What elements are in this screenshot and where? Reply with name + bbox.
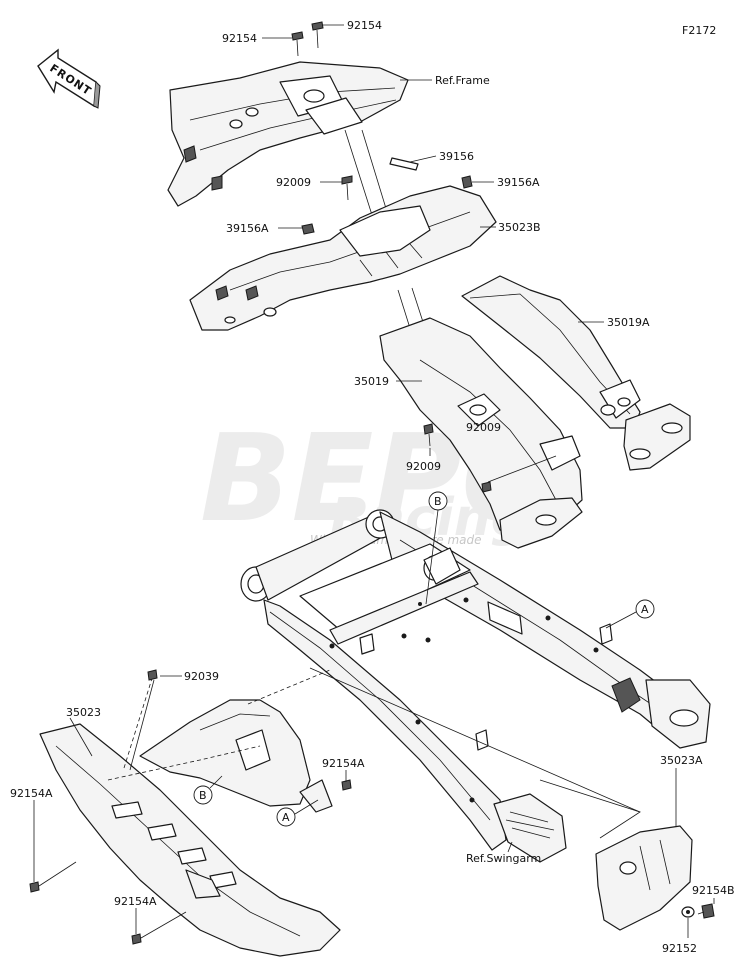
swingarm-part — [240, 509, 711, 863]
bolt-92154-right — [311, 21, 324, 49]
svg-text:B: B — [434, 495, 442, 508]
callout-b-bottom: B — [193, 775, 223, 805]
label-92154b: 92154B — [692, 884, 735, 897]
label-92152: 92152 — [662, 942, 697, 955]
bolt-92039 — [147, 669, 158, 681]
label-92154a-mid: 92154A — [322, 757, 365, 770]
label-92009-mid-left: 92009 — [406, 460, 441, 473]
label-35023b: 35023B — [498, 221, 541, 234]
bolt-92009-top — [341, 175, 353, 201]
callout-a-right: A — [605, 599, 655, 629]
leader-line-2 — [539, 779, 641, 839]
bolt-92154a-mid — [341, 779, 352, 791]
leader-line — [309, 667, 641, 813]
label-39156a-right: 39156A — [497, 176, 540, 189]
bolt-92154-left — [291, 31, 304, 57]
label-92154-right: 92154 — [347, 19, 382, 32]
svg-text:A: A — [641, 603, 649, 616]
washer-92152 — [681, 906, 695, 918]
label-92154a-left: 92154A — [10, 787, 53, 800]
svg-text:B: B — [199, 789, 207, 802]
bolt-92154a-bottom — [131, 911, 187, 945]
label-39156a-left: 39156A — [226, 222, 269, 235]
callout-a-bottom: A — [276, 799, 319, 827]
label-39156: 39156 — [439, 150, 474, 163]
chainguard-35023-part — [39, 669, 341, 957]
label-35019: 35019 — [354, 375, 389, 388]
front-arrow-icon: FRONT — [37, 48, 101, 109]
label-92009-top: 92009 — [276, 176, 311, 189]
bolt-92154a-left — [29, 861, 77, 893]
frame-part — [167, 61, 409, 207]
label-35023a: 35023A — [660, 754, 703, 767]
label-92009-mid-right: 92009 — [466, 421, 501, 434]
label-92154a-bottom: 92154A — [114, 895, 157, 908]
callout-b-top: B — [425, 491, 448, 605]
bolt-92009-mid-left — [423, 423, 434, 447]
part-39156a-left — [301, 223, 315, 235]
bracket-35019a-part — [461, 275, 691, 471]
label-35023: 35023 — [66, 706, 101, 719]
bolt-92009-mid-right — [481, 455, 557, 493]
part-39156 — [389, 157, 419, 171]
label-92039: 92039 — [184, 670, 219, 683]
mudguard-35019-part — [379, 317, 583, 549]
label-92154-left: 92154 — [222, 32, 257, 45]
svg-text:A: A — [282, 811, 290, 824]
guard-35023a-part — [595, 825, 693, 931]
label-35019a: 35019A — [607, 316, 650, 329]
figure-code: F2172 — [682, 24, 716, 37]
part-39156a-right — [461, 175, 473, 189]
label-ref-swingarm: Ref.Swingarm — [466, 852, 541, 865]
bolt-92154b — [697, 903, 715, 919]
fender-35023b-part — [189, 185, 497, 331]
label-ref-frame: Ref.Frame — [435, 74, 490, 87]
